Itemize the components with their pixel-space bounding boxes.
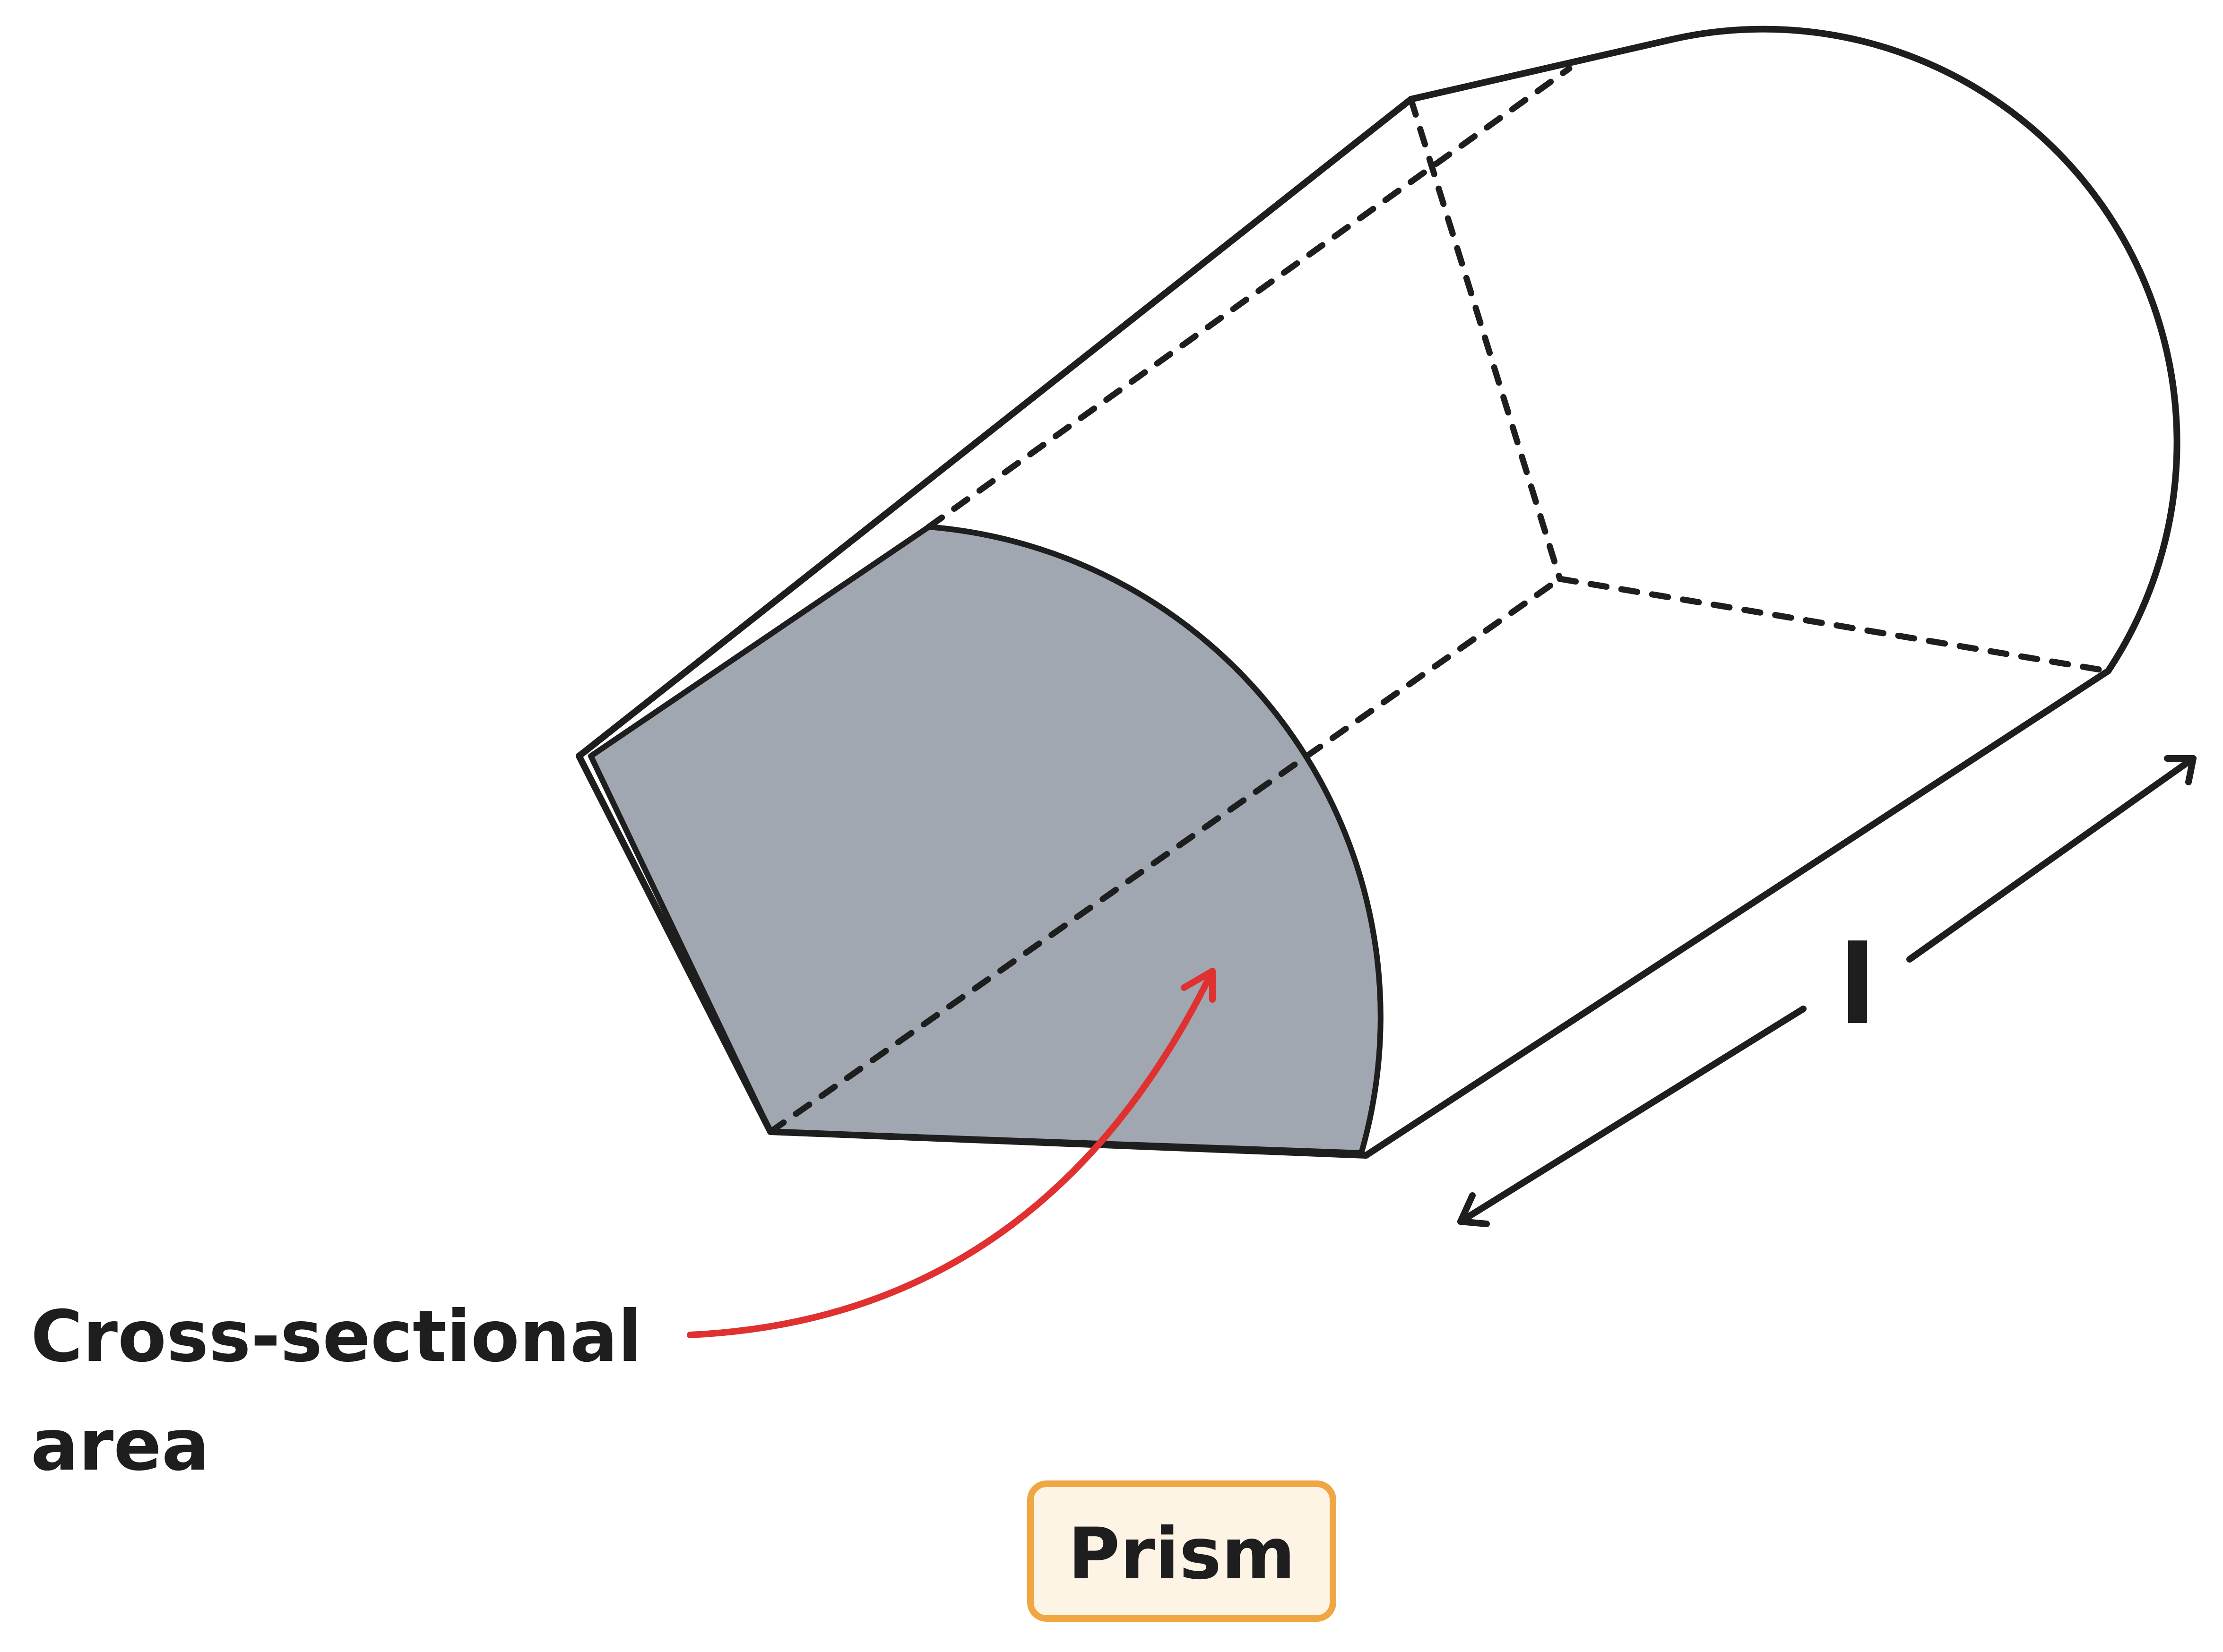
length-dimension-arrow [1457, 755, 2197, 1227]
badge-box [1027, 1480, 1336, 1622]
cross-section-face [588, 524, 1384, 1156]
length-label: l [1839, 923, 1877, 1049]
prism-outline [576, 26, 2180, 1159]
badge-label: Prism [1068, 1513, 1296, 1595]
annotation-line-1: Cross-sectional [31, 1296, 642, 1378]
pointer-arrow [687, 968, 1216, 1338]
prism-badge: Prism [1027, 1480, 1336, 1622]
annotation-line-2: area [31, 1404, 209, 1487]
hidden-edges [767, 65, 2111, 1135]
